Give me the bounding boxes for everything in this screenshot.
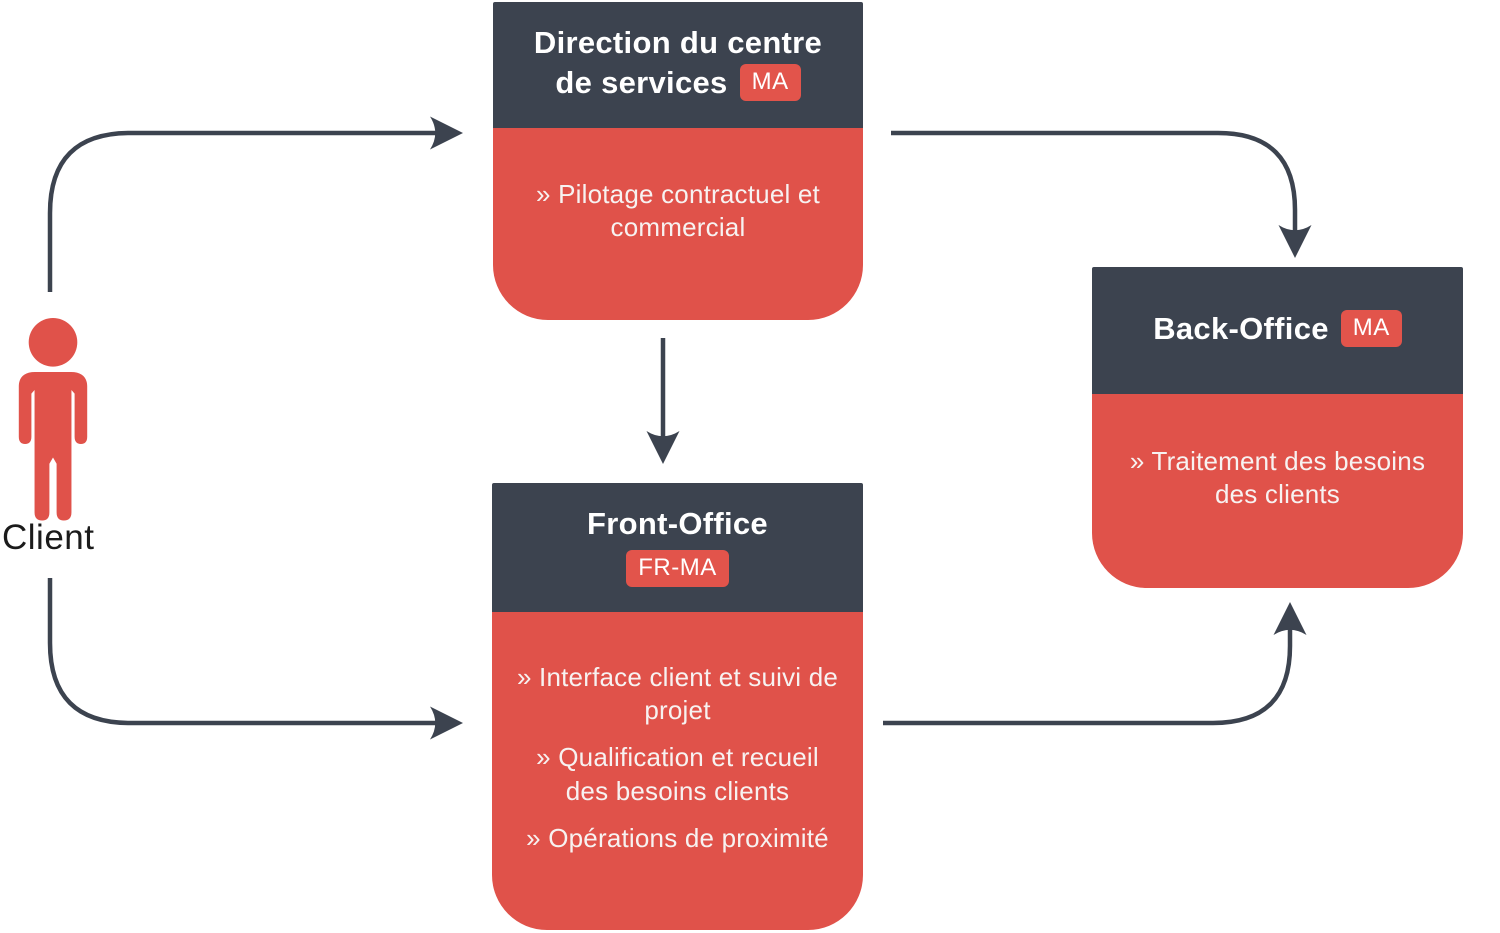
bullet-item: » Pilotage contractuel et commercial	[536, 178, 820, 242]
node-front-office-body: » Interface client et suivi de projet » …	[492, 612, 863, 930]
node-front-office: Front-Office FR-MA » Interface client et…	[492, 483, 863, 930]
arrowhead-right-bottom	[430, 706, 463, 740]
node-direction-header: Direction du centre de services MA	[493, 2, 863, 128]
arrowhead-down-middle	[646, 431, 680, 464]
node-direction-body: » Pilotage contractuel et commercial	[493, 128, 863, 320]
bullet-item: » Qualification et recueil des besoins c…	[536, 742, 819, 806]
node-back-office-body: » Traitement des besoins des clients	[1092, 394, 1463, 588]
arrowhead-down-right	[1278, 225, 1312, 258]
arrow-frontoffice-to-backoffice	[883, 628, 1293, 726]
arrow-client-to-frontoffice	[47, 578, 440, 726]
node-direction-centre-services: Direction du centre de services MA » Pil…	[493, 2, 863, 320]
bullet-item: » Traitement des besoins des clients	[1129, 445, 1426, 509]
node-front-office-title: Front-Office	[587, 505, 768, 541]
arrowhead-up-right	[1273, 602, 1307, 635]
client-label: Client	[2, 518, 95, 557]
node-back-office-title: Back-Office	[1153, 310, 1329, 346]
node-direction-title-line1: Direction du centre	[533, 25, 823, 61]
node-back-office-header: Back-Office MA	[1092, 267, 1463, 394]
ma-badge: MA	[739, 64, 801, 102]
node-direction-title-line2: de services	[555, 65, 728, 100]
fr-ma-badge: FR-MA	[626, 550, 729, 588]
node-front-office-header: Front-Office FR-MA	[492, 483, 863, 612]
person-icon	[18, 318, 88, 521]
ma-badge: MA	[1340, 309, 1402, 347]
arrowhead-right-top	[430, 116, 463, 150]
bullet-item: » Interface client et suivi de projet	[516, 661, 839, 726]
bullet-item: » Opérations de proximité	[526, 822, 829, 853]
arrow-client-to-direction	[47, 130, 440, 292]
node-direction-title: Direction du centre de services MA	[534, 23, 822, 102]
arrow-direction-to-backoffice	[891, 130, 1298, 232]
node-back-office: Back-Office MA » Traitement des besoins …	[1092, 267, 1463, 588]
